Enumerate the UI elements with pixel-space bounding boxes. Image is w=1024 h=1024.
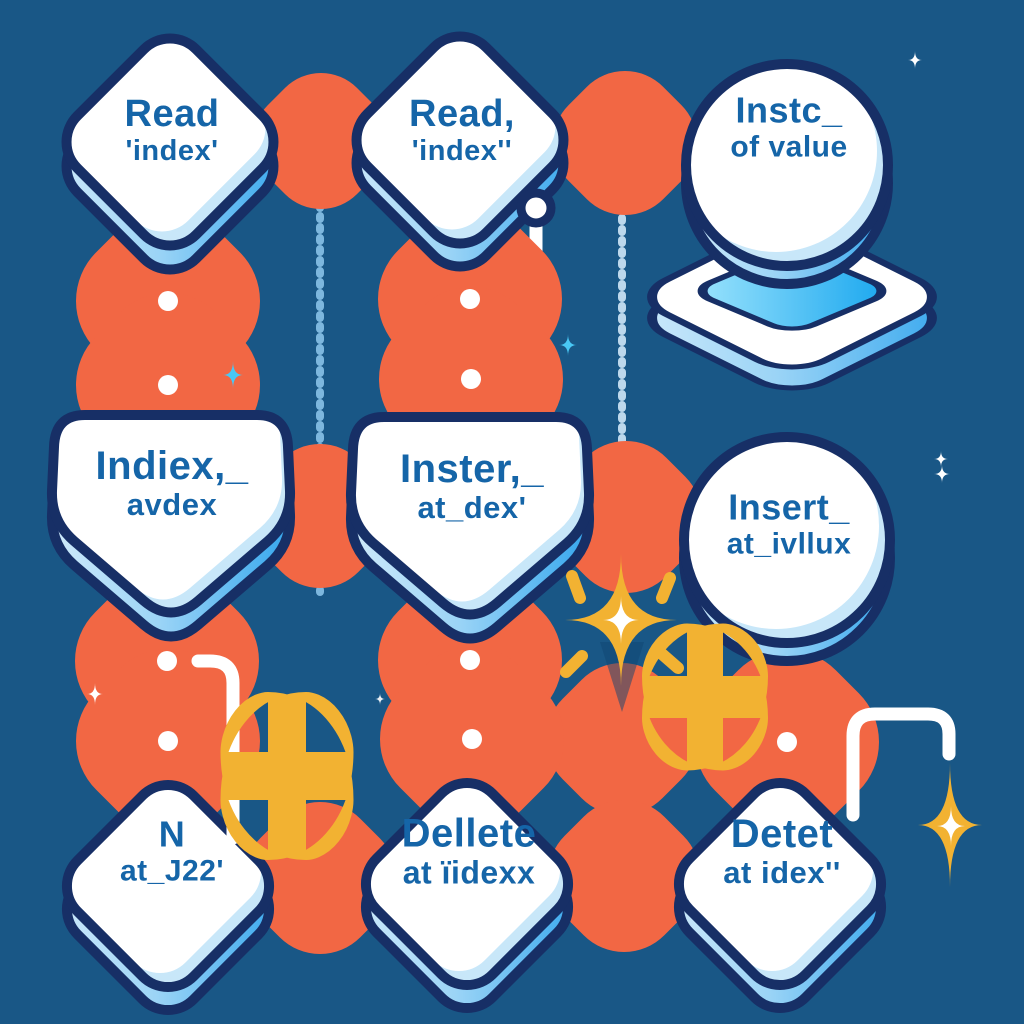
- node-label-inster-at-dex: Inster,_ at_dex': [400, 447, 544, 525]
- node-label-line1: Instc_: [735, 89, 843, 131]
- node-instc-of-value-shape: [681, 59, 893, 289]
- node-label-n-at-j22: N at_J22': [120, 815, 224, 888]
- connector-elbow-right: [846, 707, 956, 822]
- node-label-line1: Read,: [409, 93, 515, 136]
- sparkle-yellow-outline-middle: [687, 676, 723, 718]
- node-label-line1: N: [158, 813, 186, 855]
- connector-elbow-left: [191, 654, 240, 845]
- node-label-read-index-2: Read, 'index'': [409, 93, 515, 168]
- node-label-instc-of-value: Instc_ of value: [730, 91, 847, 164]
- sparkle-yellow-outline-left: [268, 752, 306, 800]
- node-label-line2: at_ivllux: [726, 527, 852, 561]
- node-label-line2: at idex'': [723, 854, 841, 890]
- node-label-read-index-1: Read 'index': [124, 93, 220, 168]
- node-label-line1: Detet: [730, 811, 834, 856]
- node-insert-at-ivllux-shape: [679, 432, 895, 666]
- node-label-dellete-at-iidexx: Dellete at ïidexx: [402, 811, 537, 890]
- diamond-markers-circled: [144, 276, 810, 765]
- port-circle: [516, 188, 556, 228]
- node-label-line2: 'index'': [411, 134, 513, 167]
- node-label-line1: Inster,_: [399, 446, 545, 491]
- node-label-insert-at-ivllux: Insert_ at_ivllux: [727, 488, 852, 561]
- node-label-line2: at_dex': [417, 489, 527, 525]
- node-label-line2: of value: [730, 130, 848, 164]
- node-label-line2: avdex: [126, 486, 218, 522]
- node-label-indiex-avdex: Indiex,_ avdex: [96, 444, 249, 522]
- node-label-line1: Indiex,_: [95, 443, 249, 488]
- node-label-line2: at_J22': [119, 854, 225, 888]
- node-label-line1: Read: [124, 93, 220, 136]
- node-label-detet-at-idex: Detet at idex'': [723, 812, 840, 890]
- node-label-line2: 'index': [125, 134, 219, 167]
- sparkle-yellow-large: [560, 554, 684, 712]
- node-label-line1: Insert_: [728, 486, 850, 528]
- node-label-line1: Dellete: [401, 811, 537, 856]
- node-label-line2: at ïidexx: [402, 854, 536, 891]
